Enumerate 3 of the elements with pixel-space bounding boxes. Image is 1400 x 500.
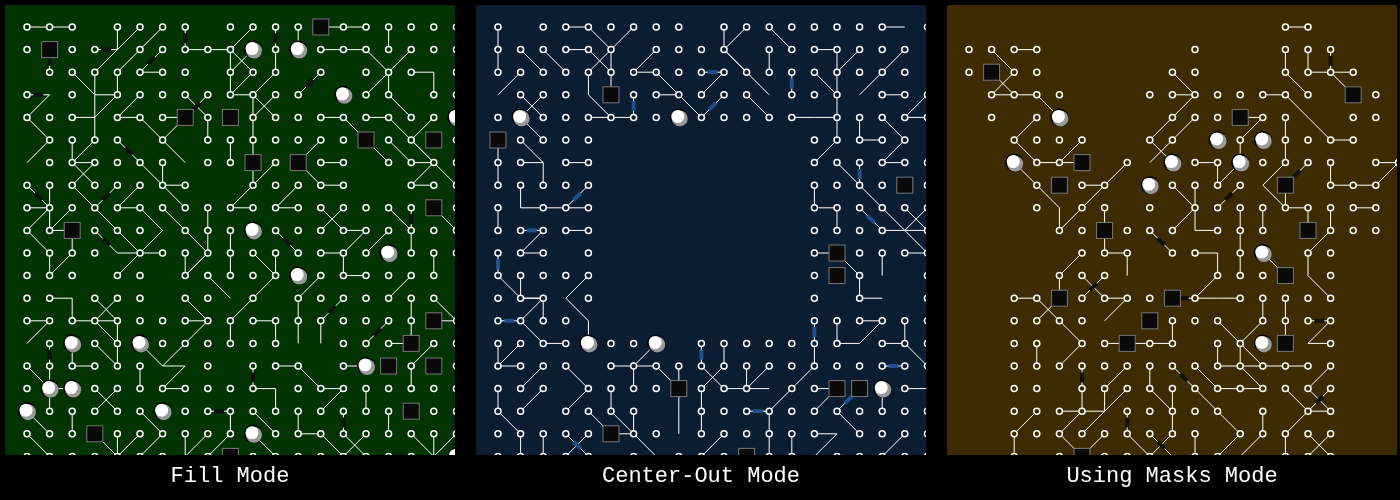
panel-caption: Center-Out Mode [602,464,800,489]
panel-caption: Fill Mode [170,464,290,489]
panel-caption: Using Masks Mode [1066,464,1278,489]
